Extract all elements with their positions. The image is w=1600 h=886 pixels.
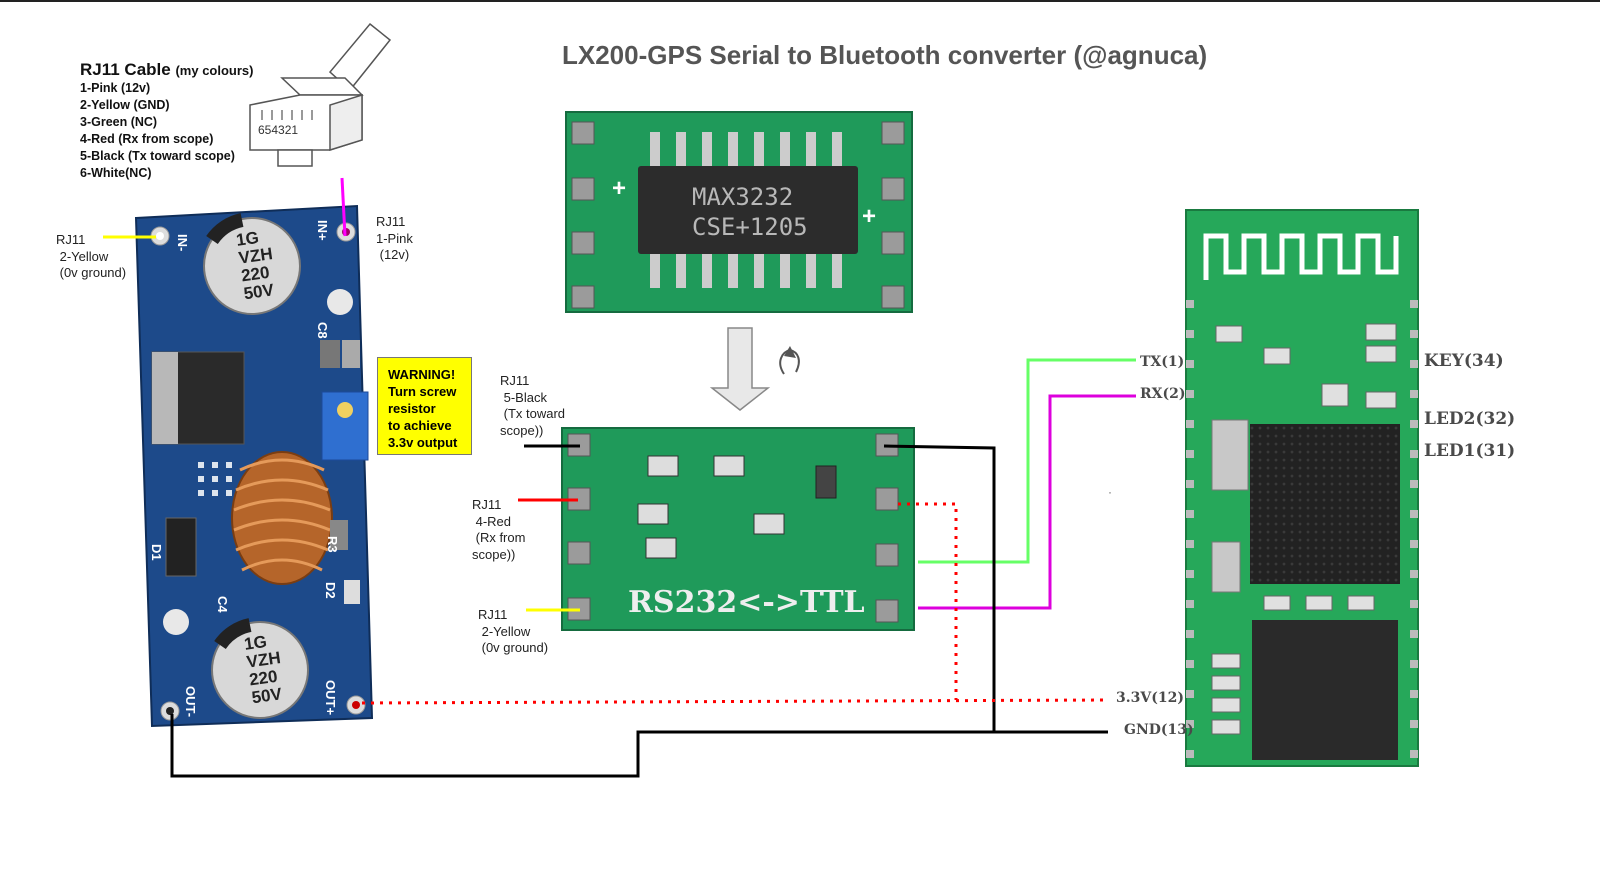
- svg-text:+: +: [862, 203, 876, 230]
- label-buck-gnd: RJ11 2-Yellow (0v ground): [56, 232, 127, 280]
- diagram-title: LX200-GPS Serial to Bluetooth converter …: [562, 40, 1208, 70]
- silk-r3: R3: [325, 536, 340, 553]
- chip-line-2: CSE+1205: [692, 213, 808, 241]
- wire-red-3v3-ttl: [898, 502, 958, 700]
- wire-black-gnd: [883, 444, 1108, 734]
- bt-pin-gnd: GND(13): [1124, 722, 1194, 738]
- silk-in-plus: IN+: [315, 220, 330, 241]
- chip-line-1: MAX3232: [692, 183, 793, 211]
- silk-c8: C8: [315, 322, 330, 339]
- ttl-silk-label: RS232<->TTL: [628, 585, 865, 620]
- bt-pin-tx: TX(1): [1140, 354, 1184, 370]
- wire-magenta-rx: [918, 394, 1136, 610]
- legend-line-6: 6-White(NC): [80, 166, 152, 180]
- max3232-board: MAX3232 CSE+1205 + +: [565, 111, 913, 313]
- rj11-cable-legend: RJ11 Cable (my colours) 1-Pink (12v) 2-Y…: [80, 60, 253, 182]
- legend-line-1: 1-Pink (12v): [80, 81, 151, 95]
- wire-pink-12v: [340, 177, 347, 237]
- cap-top-text-4: 50V: [242, 280, 275, 303]
- legend-line-5: 5-Black (Tx toward scope): [80, 149, 235, 163]
- warning-note: WARNING! Turn screw resistor to achieve …: [377, 357, 472, 455]
- silk-out-plus: OUT+: [323, 680, 338, 715]
- silk-d1: D1: [149, 544, 164, 561]
- legend-note: (my colours): [175, 63, 254, 78]
- bt-pin-key: KEY(34): [1424, 351, 1504, 371]
- silk-in-minus: IN-: [175, 234, 190, 251]
- cap-top-text-2: VZH: [237, 244, 273, 268]
- bt-pin-3v3: 3.3V(12): [1116, 690, 1184, 706]
- cap-top-text-1: 1G: [235, 228, 260, 250]
- legend-title: RJ11 Cable: [80, 60, 171, 79]
- label-ttl-black: RJ11 5-Black (Tx toward scope)): [500, 373, 566, 438]
- cap-bottom-text-3: 220: [248, 667, 279, 690]
- bluetooth-module: [1185, 209, 1419, 767]
- rs232-ttl-board: RS232<->TTL: [561, 427, 915, 631]
- bt-pin-led1: LED1(31): [1424, 441, 1515, 461]
- legend-line-2: 2-Yellow (GND): [80, 98, 170, 112]
- bt-pin-led2: LED2(32): [1424, 409, 1515, 429]
- cap-bottom-text-4: 50V: [250, 684, 283, 707]
- cap-bottom-text-2: VZH: [245, 648, 281, 672]
- svg-text:+: +: [612, 175, 626, 202]
- bt-pin-rx: RX(2): [1140, 386, 1186, 402]
- wires: [103, 177, 1136, 778]
- legend-line-3: 3-Green (NC): [80, 115, 158, 129]
- cursor-mark: ·: [1108, 485, 1112, 499]
- connector-pin-numbers: 654321: [258, 123, 298, 137]
- silk-out-minus: OUT-: [183, 686, 198, 717]
- label-buck-12v: RJ11 1-Pink (12v): [376, 214, 413, 262]
- label-ttl-red: RJ11 4-Red (Rx from scope)): [472, 497, 526, 562]
- flip-icon: [779, 346, 800, 375]
- silk-c4: C4: [215, 596, 230, 613]
- wire-red-3v3-buck: [361, 698, 1109, 705]
- cap-top-text-3: 220: [240, 263, 271, 286]
- label-ttl-yellow: RJ11 2-Yellow (0v ground): [478, 607, 549, 655]
- down-arrow-icon: [709, 327, 771, 411]
- rj11-connector-icon: 654321: [249, 22, 392, 167]
- wire-green-tx: [918, 358, 1136, 564]
- legend-line-4: 4-Red (Rx from scope): [80, 132, 214, 146]
- cap-bottom-text-1: 1G: [243, 632, 268, 654]
- top-border: [0, 0, 1600, 2]
- silk-d2: D2: [323, 582, 338, 599]
- wire-black-gnd-return: [170, 714, 994, 778]
- buck-converter-board: 1G VZH 220 50V 1G VZH 220 50V: [134, 204, 374, 728]
- legend-header: RJ11 Cable (my colours): [80, 60, 253, 80]
